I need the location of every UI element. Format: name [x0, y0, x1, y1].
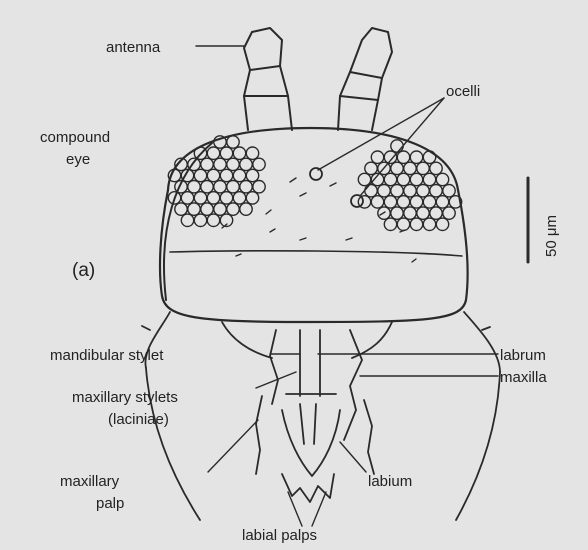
label-compound-eye-line2: eye — [66, 151, 90, 168]
scale-bar-label: 50 μm — [543, 215, 560, 257]
label-maxilla: maxilla — [500, 369, 547, 386]
label-antenna: antenna — [106, 39, 161, 56]
label-labial-palps: labial palps — [242, 527, 317, 544]
label-mandibular-stylet: mandibular stylet — [50, 347, 164, 364]
label-maxillary-palp-line2: palp — [96, 495, 124, 512]
label-ocelli: ocelli — [446, 83, 480, 100]
label-labium: labium — [368, 473, 412, 490]
label-maxillary-stylets-line2: (laciniae) — [108, 411, 169, 428]
label-compound-eye-line1: compound — [40, 129, 110, 146]
label-maxillary-palp-line1: maxillary — [60, 473, 120, 490]
panel-label: (a) — [72, 260, 95, 281]
label-labrum: labrum — [500, 347, 546, 364]
label-maxillary-stylets-line1: maxillary stylets — [72, 389, 178, 406]
